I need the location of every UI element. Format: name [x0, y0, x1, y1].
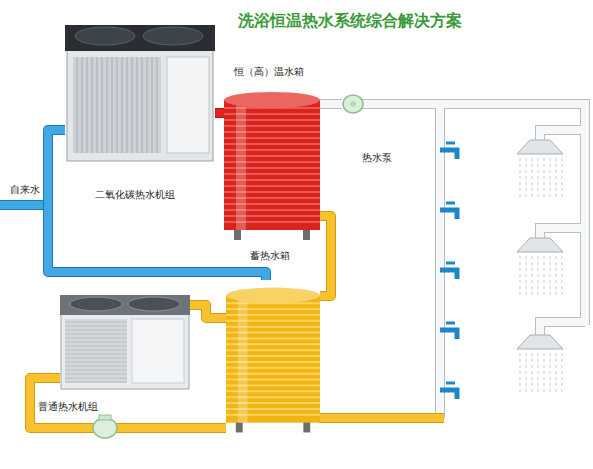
heat-pump-unit [60, 295, 190, 390]
grille-lines [65, 322, 127, 382]
faucet-spout [440, 150, 457, 399]
pump-body [343, 95, 363, 113]
pipe-line [320, 100, 342, 108]
pipe-connector [190, 305, 226, 318]
pipe-connector [215, 113, 224, 114]
node-label: 二氧化碳热水机组 [95, 189, 175, 201]
tank-body [224, 100, 320, 230]
pipe-outline [190, 305, 226, 318]
pipe-line [320, 216, 331, 296]
return-pipe [318, 414, 444, 422]
annotation-label: 自来水 [10, 184, 40, 196]
unit-fan [70, 297, 122, 311]
unit-panel [167, 57, 209, 153]
pipe-connector [320, 216, 331, 296]
tank-body [226, 295, 320, 422]
unit-panel [132, 319, 184, 383]
pump-core [350, 101, 356, 107]
heat-pump-unit: 普通热水机组 [60, 295, 190, 390]
pipe-outline [215, 108, 224, 118]
unit-body [61, 311, 189, 389]
heat-pump-unit: 二氧化碳热水机组 [65, 25, 215, 163]
unit-grille [65, 319, 127, 383]
storage-tank: 蓄热水箱 [226, 280, 320, 440]
pipe-line [190, 305, 226, 318]
tank-top [226, 288, 320, 304]
circulation-pump [93, 418, 117, 438]
unit-body [67, 47, 213, 161]
water-tank [224, 92, 320, 240]
node-label: 蓄热水箱 [250, 250, 290, 262]
hot-water-pump: 热水泵 [342, 94, 364, 114]
circulation-pump-cap [99, 415, 111, 420]
tank-highlight [236, 100, 246, 230]
shower-water [520, 158, 562, 393]
hot-water-pipe-outline [362, 104, 585, 418]
tank-top [224, 92, 320, 108]
unit-grille [73, 57, 161, 153]
unit-fan [128, 297, 180, 311]
pipe-line [215, 109, 224, 117]
tap-water-pipe [0, 201, 48, 209]
diagram-title: 洗浴恒温热水系统综合解决方案 [190, 11, 510, 32]
hot-water-tank: 恒（高）温水箱 [224, 92, 320, 240]
grille-lines [77, 57, 157, 153]
node-label: 恒（高）温水箱 [234, 66, 304, 78]
node-label: 热水泵 [362, 152, 392, 164]
pipe-outline [320, 216, 331, 296]
unit-fan [143, 27, 203, 45]
tank-highlight [238, 295, 248, 422]
faucet-handle [446, 143, 455, 383]
pump-symbol [342, 94, 364, 114]
tap-water-pipe-outline [0, 200, 48, 210]
heat-pump-unit [65, 25, 215, 163]
hot-water-pipe [362, 104, 585, 418]
unit-top [60, 295, 190, 315]
pipe-outline [320, 99, 342, 109]
unit-top [65, 25, 215, 51]
unit-fan [75, 27, 135, 45]
return-pipe-outline [318, 413, 444, 423]
node-label: 普通热水机组 [38, 401, 98, 413]
water-tank [226, 280, 320, 440]
pipe-connector [320, 104, 342, 105]
